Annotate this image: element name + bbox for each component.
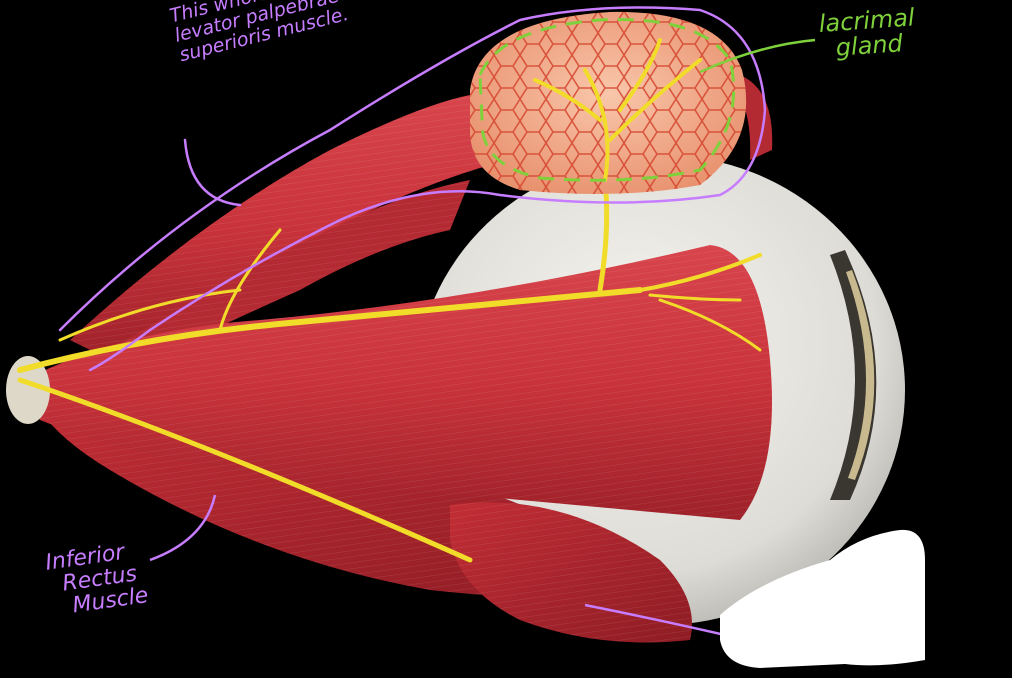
annotation-text-lacrimal-gland: lacrimal gland [817, 3, 916, 64]
annotation-pointer-oblique [584, 603, 726, 637]
annotation-text-inferior-rectus: Inferior Rectus Muscle [43, 539, 150, 622]
annotation-outline-levator [58, 6, 767, 372]
levator-palpebrae-superioris-muscle [70, 75, 773, 365]
redaction-blob [720, 529, 925, 668]
annotation-pointer-lacrimal [699, 38, 816, 74]
inferior-oblique-muscle [450, 502, 692, 643]
annotation-outline-lacrimal [478, 18, 736, 182]
optic-nerve [6, 356, 50, 424]
nerves [17, 177, 762, 563]
annotation-pointer-inferior [149, 494, 217, 562]
lacrimal-gland [470, 11, 747, 194]
